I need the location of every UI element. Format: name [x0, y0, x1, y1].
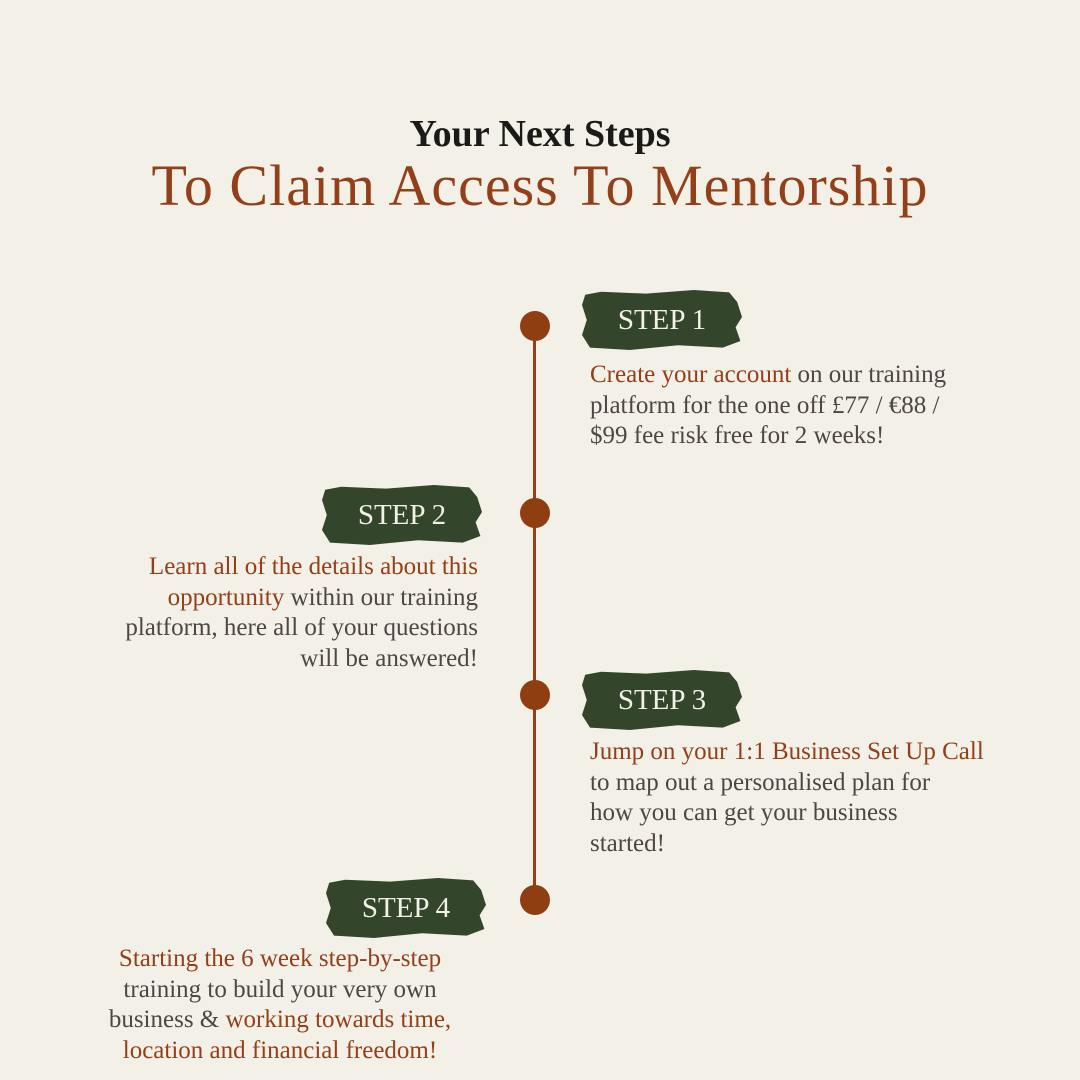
step-3-description: Jump on your 1:1 Business Set Up Call to … [590, 737, 1060, 860]
description-line: Starting the 6 week step-by-step [60, 944, 500, 975]
step-3-badge: STEP 3 [582, 670, 742, 730]
body-text: to map out a personalised plan for [590, 768, 931, 796]
description-line: business & working towards time, [60, 1005, 500, 1036]
timeline-dot-1 [520, 311, 550, 341]
description-line: location and financial freedom! [60, 1036, 500, 1067]
body-text: within our training [284, 583, 478, 611]
page-title: Your Next Steps [409, 113, 671, 155]
highlighted-text: Create your account [590, 361, 792, 388]
description-line: training to build your very own [60, 975, 500, 1006]
body-text: on our training [791, 361, 947, 388]
timeline-dot-4 [520, 885, 550, 915]
body-text: training to build your very own [123, 975, 437, 1003]
body-text: started! [590, 830, 665, 858]
body-text: platform for the one off £77 / €88 / [590, 391, 940, 419]
body-text: how you can get your business [590, 799, 898, 827]
body-text: will be answered! [300, 645, 478, 673]
description-line: Learn all of the details about this [20, 552, 478, 583]
step-4-badge: STEP 4 [326, 878, 486, 938]
timeline-dot-3 [520, 680, 550, 710]
description-line: Create your account on our training [590, 360, 1060, 391]
highlighted-text: Jump on your 1:1 Business Set Up Call [590, 738, 984, 765]
timeline-line [533, 326, 536, 902]
description-line: opportunity within our training [20, 583, 478, 614]
step-1-badge: STEP 1 [582, 290, 742, 350]
description-line: platform, here all of your questions [20, 613, 478, 644]
body-text: platform, here all of your questions [125, 614, 478, 642]
highlighted-text: opportunity [167, 583, 285, 611]
highlighted-text: location and financial freedom! [122, 1037, 438, 1065]
step-2-badge: STEP 2 [322, 485, 482, 545]
description-line: $99 fee risk free for 2 weeks! [590, 421, 1060, 452]
step-4-description: Starting the 6 week step-by-step training… [60, 944, 500, 1067]
highlighted-text: Learn all of the details about this [148, 553, 478, 580]
body-text: business & [108, 1006, 226, 1034]
body-text: $99 fee risk free for 2 weeks! [590, 422, 885, 450]
step-2-description: Learn all of the details about this oppor… [20, 552, 478, 675]
description-line: platform for the one off £77 / €88 / [590, 391, 1060, 422]
highlighted-text: Starting the 6 week step-by-step [118, 945, 442, 972]
page-subtitle: To Claim Access To Mentorship [151, 153, 929, 218]
timeline-dot-2 [520, 498, 550, 528]
description-line: will be answered! [20, 644, 478, 675]
description-line: Jump on your 1:1 Business Set Up Call [590, 737, 1060, 768]
description-line: to map out a personalised plan for [590, 768, 1060, 799]
highlighted-text: working towards time, [225, 1006, 452, 1034]
description-line: started! [590, 829, 1060, 860]
description-line: how you can get your business [590, 798, 1060, 829]
